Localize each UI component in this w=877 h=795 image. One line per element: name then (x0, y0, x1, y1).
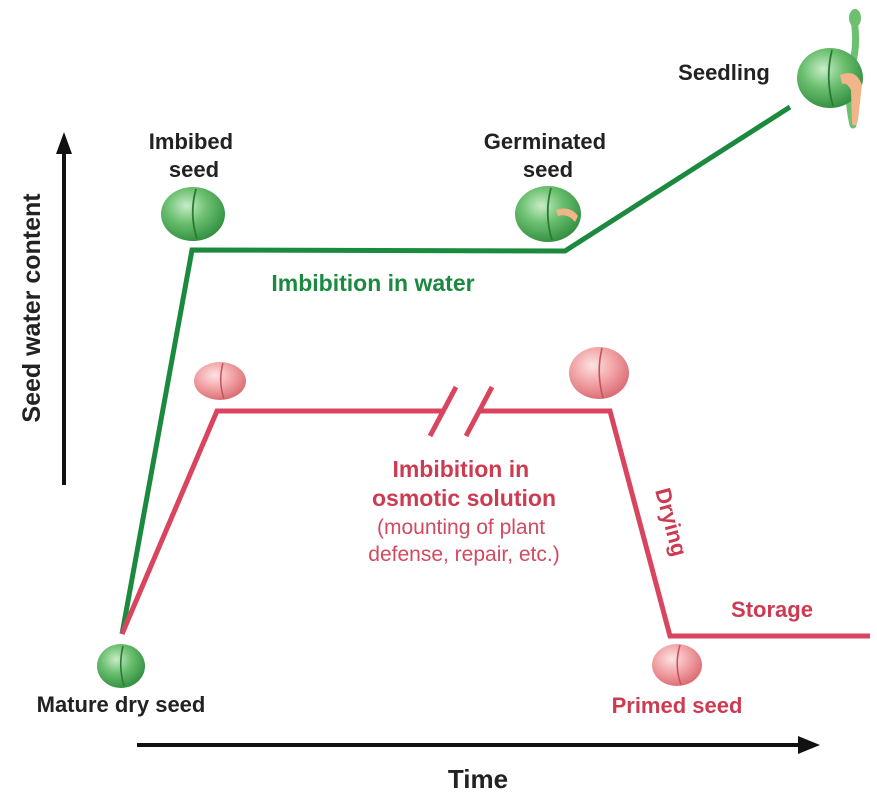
primed-seed-icon (652, 644, 702, 686)
imbibed-seed-label: Imbibed seed (149, 129, 239, 182)
storage-label: Storage (731, 597, 813, 622)
primed-seed-label: Primed seed (612, 693, 743, 718)
drying-label: Drying (650, 485, 692, 559)
osmotic-imbibition-line (119, 385, 870, 639)
y-axis (56, 132, 72, 485)
mature-dry-seed-icon (97, 644, 145, 688)
osmotic-note-label: (mounting of plant defense, repair, etc.… (368, 516, 559, 566)
seedling-icon (797, 9, 863, 129)
osmotic-seed-icon-end (569, 347, 629, 399)
water-imbibition-line (119, 104, 792, 635)
y-axis-label: Seed water content (18, 193, 46, 423)
imbibition-water-label: Imbibition in water (271, 270, 474, 296)
osmotic-seed-icon-start (194, 362, 246, 400)
axis-break-mark-left (427, 385, 459, 438)
imbibition-osmotic-label: Imbibition in osmotic solution (372, 456, 556, 511)
x-axis-label: Time (448, 764, 508, 794)
germinated-seed-label: Germinated seed (484, 129, 612, 182)
imbibed-seed-icon (161, 187, 225, 241)
x-axis (137, 736, 820, 754)
seedling-label: Seedling (678, 60, 770, 85)
germinated-seed-icon (515, 186, 581, 242)
mature-dry-seed-label: Mature dry seed (37, 692, 206, 717)
axis-break-mark-right (463, 385, 495, 438)
